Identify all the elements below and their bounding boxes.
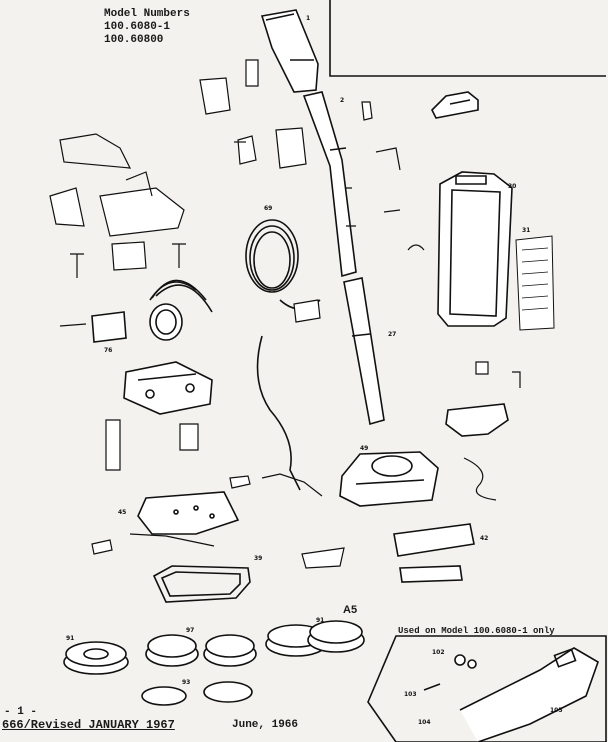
handle-grip xyxy=(431,91,479,119)
callout-brush-2: 97 xyxy=(186,627,194,634)
model-number-1: 100.6080-1 xyxy=(104,21,171,33)
callout-brush-1: 91 xyxy=(66,635,74,642)
callout-lower-handle: 27 xyxy=(388,331,396,338)
callout-gasket: 39 xyxy=(254,555,262,562)
nozzle-housing xyxy=(339,451,439,507)
footer-date: June, 1966 xyxy=(232,719,299,731)
callout-brush-3: 91 xyxy=(316,617,324,624)
motor-assembly xyxy=(91,279,213,343)
lower-handle xyxy=(343,277,385,426)
callout-bumper: 42 xyxy=(480,535,488,542)
callout-handle-tube: 2 xyxy=(340,97,344,104)
front-bumper xyxy=(393,523,475,583)
callout-bottom-plate: 93 xyxy=(182,679,190,686)
brush-disk-1 xyxy=(63,641,129,675)
section-label: A5 xyxy=(343,604,358,616)
power-cord xyxy=(245,219,321,491)
gasket-ring xyxy=(152,565,251,603)
switch-housing xyxy=(445,403,509,437)
brush-disk-2 xyxy=(145,634,257,667)
bottom-plate xyxy=(137,491,240,535)
callout-motor: 76 xyxy=(104,347,112,354)
motor-housing xyxy=(123,361,213,415)
footer-page-number: - 1 - xyxy=(4,706,38,718)
callout-bag: 30 xyxy=(508,183,516,190)
header-frame-line xyxy=(329,0,606,77)
footer-revision: 666/Revised JANUARY 1967 xyxy=(2,718,175,732)
inset-panel xyxy=(367,635,607,742)
model-numbers-title: Model Numbers xyxy=(104,8,190,20)
handle-tube xyxy=(302,91,357,278)
callout-handle: 1 xyxy=(306,15,310,22)
model-number-2: 100.60800 xyxy=(104,34,164,46)
callout-instruction-card: 31 xyxy=(522,227,530,234)
callout-base: 45 xyxy=(118,509,126,516)
callout-nozzle: 49 xyxy=(360,445,368,452)
small-hardware-parts xyxy=(49,59,521,569)
model-numbers-block: Model Numbers 100.6080-1 100.60800 xyxy=(104,8,190,47)
pad-disks xyxy=(141,681,253,706)
upper-handle xyxy=(260,9,319,93)
inset-caption: Used on Model 100.6080-1 only xyxy=(398,626,555,636)
instruction-card xyxy=(515,235,555,331)
brush-disk-3 xyxy=(265,620,365,657)
dust-bag xyxy=(437,171,513,327)
callout-cord: 69 xyxy=(264,205,272,212)
